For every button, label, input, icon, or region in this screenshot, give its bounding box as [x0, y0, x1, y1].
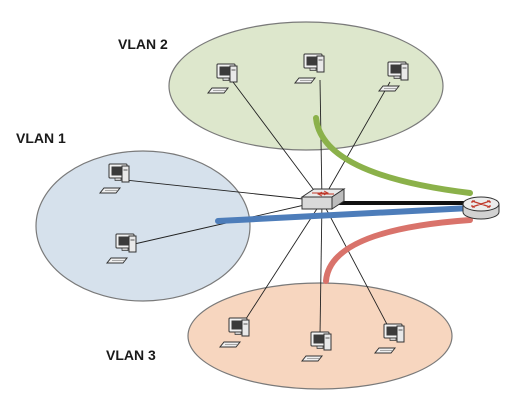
vlan1-link — [215, 205, 473, 224]
router-icon — [462, 196, 500, 220]
access-link — [321, 81, 391, 202]
switch-icon — [300, 188, 346, 210]
access-link — [319, 200, 323, 336]
access-link — [321, 200, 391, 331]
vlan1-region — [35, 150, 251, 302]
access-link — [232, 81, 323, 202]
vlan3-link — [323, 217, 473, 284]
vlan2-link — [313, 115, 473, 196]
vlan1-label: VLAN 1 — [16, 130, 66, 146]
access-link — [241, 200, 323, 326]
access-links — [124, 79, 391, 336]
vlan2-region — [168, 21, 444, 151]
access-link — [319, 79, 323, 202]
access-link — [124, 179, 323, 202]
vlan3-label: VLAN 3 — [106, 347, 156, 363]
vlan2-label: VLAN 2 — [118, 36, 168, 52]
